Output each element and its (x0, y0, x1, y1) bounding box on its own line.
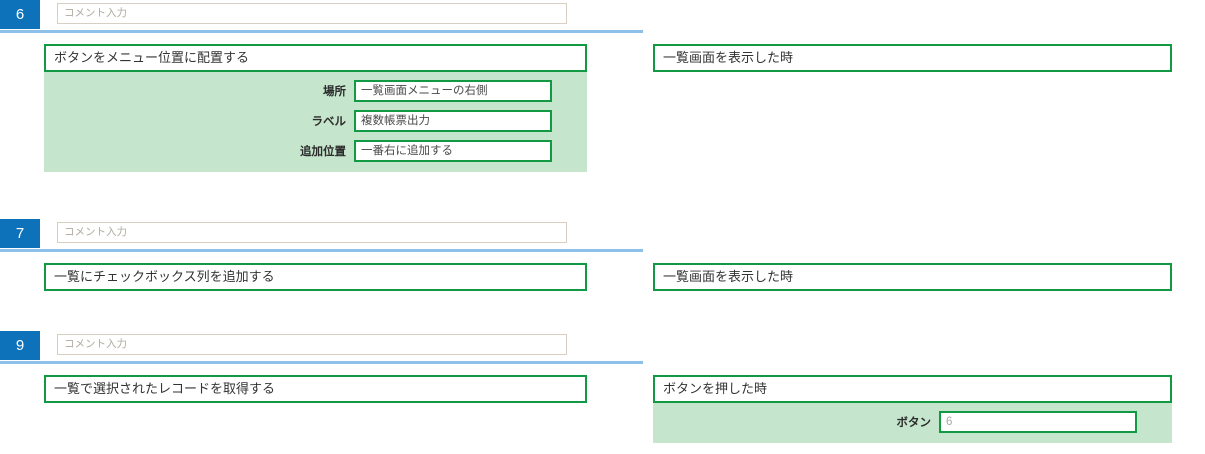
param-label-add-position: 追加位置 (300, 146, 346, 158)
param-row: 場所 一覧画面メニューの右側 (44, 80, 552, 102)
trigger-card-7: 一覧画面を表示した時 (653, 263, 1172, 291)
comment-input-7[interactable]: コメント入力 (57, 222, 567, 243)
step-row-6: 6 コメント入力 ボタンをメニュー位置に配置する 場所 一覧画面メニューの右側 … (0, 0, 1205, 172)
comment-input-9[interactable]: コメント入力 (57, 334, 567, 355)
param-value-button[interactable]: 6 (939, 411, 1137, 433)
param-row: ラベル 複数帳票出力 (44, 110, 552, 132)
comment-input-6[interactable]: コメント入力 (57, 3, 567, 24)
step-row-9: 9 コメント入力 一覧で選択されたレコードを取得する ボタンを押した時 ボタン … (0, 331, 1205, 443)
step-number-badge-7: 7 (0, 219, 40, 248)
action-title-7[interactable]: 一覧にチェックボックス列を追加する (44, 263, 587, 291)
action-card-9: 一覧で選択されたレコードを取得する (44, 375, 587, 403)
step-number-badge-6: 6 (0, 0, 40, 29)
action-title-9[interactable]: 一覧で選択されたレコードを取得する (44, 375, 587, 403)
trigger-title-7[interactable]: 一覧画面を表示した時 (653, 263, 1172, 291)
trigger-params-9: ボタン 6 (653, 403, 1172, 443)
action-card-7: 一覧にチェックボックス列を追加する (44, 263, 587, 291)
trigger-card-9: ボタンを押した時 ボタン 6 (653, 375, 1172, 443)
param-row: ボタン 6 (653, 411, 1137, 433)
param-row: 追加位置 一番右に追加する (44, 140, 552, 162)
action-params-6: 場所 一覧画面メニューの右側 ラベル 複数帳票出力 追加位置 一番右に追加する (44, 72, 587, 172)
step-row-7: 7 コメント入力 一覧にチェックボックス列を追加する 一覧画面を表示した時 (0, 219, 1205, 291)
action-card-6: ボタンをメニュー位置に配置する 場所 一覧画面メニューの右側 ラベル 複数帳票出… (44, 44, 587, 172)
trigger-title-6[interactable]: 一覧画面を表示した時 (653, 44, 1172, 72)
param-label-button: ボタン (896, 417, 932, 429)
trigger-card-6: 一覧画面を表示した時 (653, 44, 1172, 72)
step-underline-7 (0, 249, 643, 252)
param-value-place[interactable]: 一覧画面メニューの右側 (354, 80, 552, 102)
trigger-title-9[interactable]: ボタンを押した時 (653, 375, 1172, 403)
param-value-add-position[interactable]: 一番右に追加する (354, 140, 552, 162)
step-header-6: 6 コメント入力 (0, 0, 1205, 35)
step-number-badge-9: 9 (0, 331, 40, 360)
param-label-place: 場所 (323, 86, 346, 98)
action-title-6[interactable]: ボタンをメニュー位置に配置する (44, 44, 587, 72)
param-value-label[interactable]: 複数帳票出力 (354, 110, 552, 132)
param-label-label: ラベル (311, 116, 347, 128)
step-header-7: 7 コメント入力 (0, 219, 1205, 254)
step-underline-9 (0, 361, 643, 364)
step-header-9: 9 コメント入力 (0, 331, 1205, 366)
step-underline-6 (0, 30, 643, 33)
